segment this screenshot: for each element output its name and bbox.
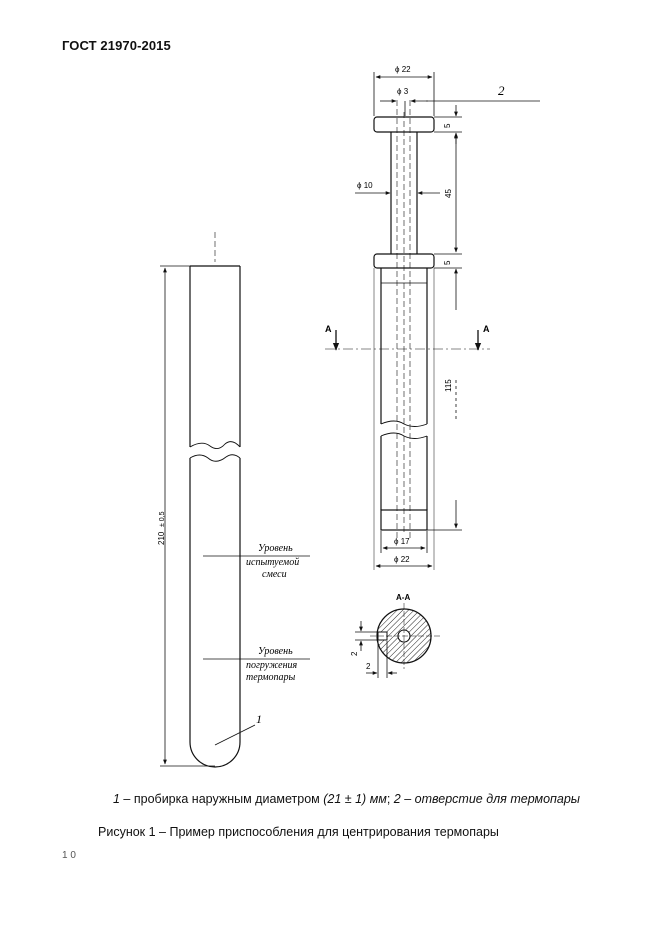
legend-item2-number: 2 – bbox=[393, 792, 412, 806]
body-length: 115 bbox=[444, 379, 453, 392]
rod-diameter: ϕ 10 bbox=[357, 181, 373, 190]
section-mark-left: A bbox=[325, 324, 332, 334]
standard-header: ГОСТ 21970-2015 bbox=[62, 38, 171, 53]
level-mixture-line1: Уровень bbox=[258, 543, 293, 554]
centering-device bbox=[373, 100, 435, 540]
legend-item2-text: отверстие для термопары bbox=[411, 792, 581, 806]
page-number: 1 0 bbox=[62, 850, 76, 861]
right-vertical-dimensions bbox=[427, 105, 462, 531]
level-thermo-line1: Уровень bbox=[258, 646, 293, 657]
figure-caption: Рисунок 1 – Пример приспособления для це… bbox=[98, 825, 499, 839]
legend-separator: ; bbox=[386, 792, 394, 806]
level-lines bbox=[203, 555, 310, 746]
legend-item1-value: (21 ± 1) мм bbox=[323, 792, 387, 806]
cap-height: 5 bbox=[443, 123, 452, 128]
bottom-dimensions bbox=[373, 268, 435, 570]
level-thermo-line3: термопары bbox=[246, 672, 296, 683]
section-offset-h: 2 bbox=[366, 662, 371, 671]
section-mark-right: A bbox=[483, 324, 490, 334]
tube-length-tolerance: ± 0,5 bbox=[159, 511, 166, 527]
tube-length-dimension bbox=[160, 265, 215, 767]
cross-section bbox=[370, 603, 440, 669]
section-title: A-A bbox=[396, 593, 410, 602]
test-tube bbox=[189, 232, 241, 768]
hole-diameter: ϕ 3 bbox=[397, 87, 409, 96]
section-offset-v: 2 bbox=[350, 651, 359, 656]
bottom-diameter: ϕ 22 bbox=[394, 555, 410, 564]
rod-length: 45 bbox=[444, 189, 453, 198]
lower-diameter: ϕ 17 bbox=[394, 537, 410, 546]
top-diameter: ϕ 22 bbox=[395, 65, 411, 74]
top-dimensions bbox=[373, 72, 540, 116]
level-thermo-line2: погружения bbox=[246, 660, 298, 671]
item-1-label: 1 bbox=[256, 712, 262, 726]
figure-legend: 1 – пробирка наружным диаметром (21 ± 1)… bbox=[113, 792, 580, 806]
level-mixture-line2: испытуемой bbox=[246, 557, 299, 568]
section-cut-markers bbox=[325, 330, 490, 351]
tube-length-value: 210 bbox=[157, 531, 166, 545]
legend-item1-text: пробирка наружным диаметром bbox=[130, 792, 324, 806]
flange-height: 5 bbox=[443, 260, 452, 265]
legend-item1-number: 1 – bbox=[113, 792, 131, 806]
item-2-label: 2 bbox=[498, 83, 505, 98]
level-mixture-line3: смеси bbox=[262, 569, 287, 580]
section-offset-dimensions bbox=[355, 621, 397, 678]
